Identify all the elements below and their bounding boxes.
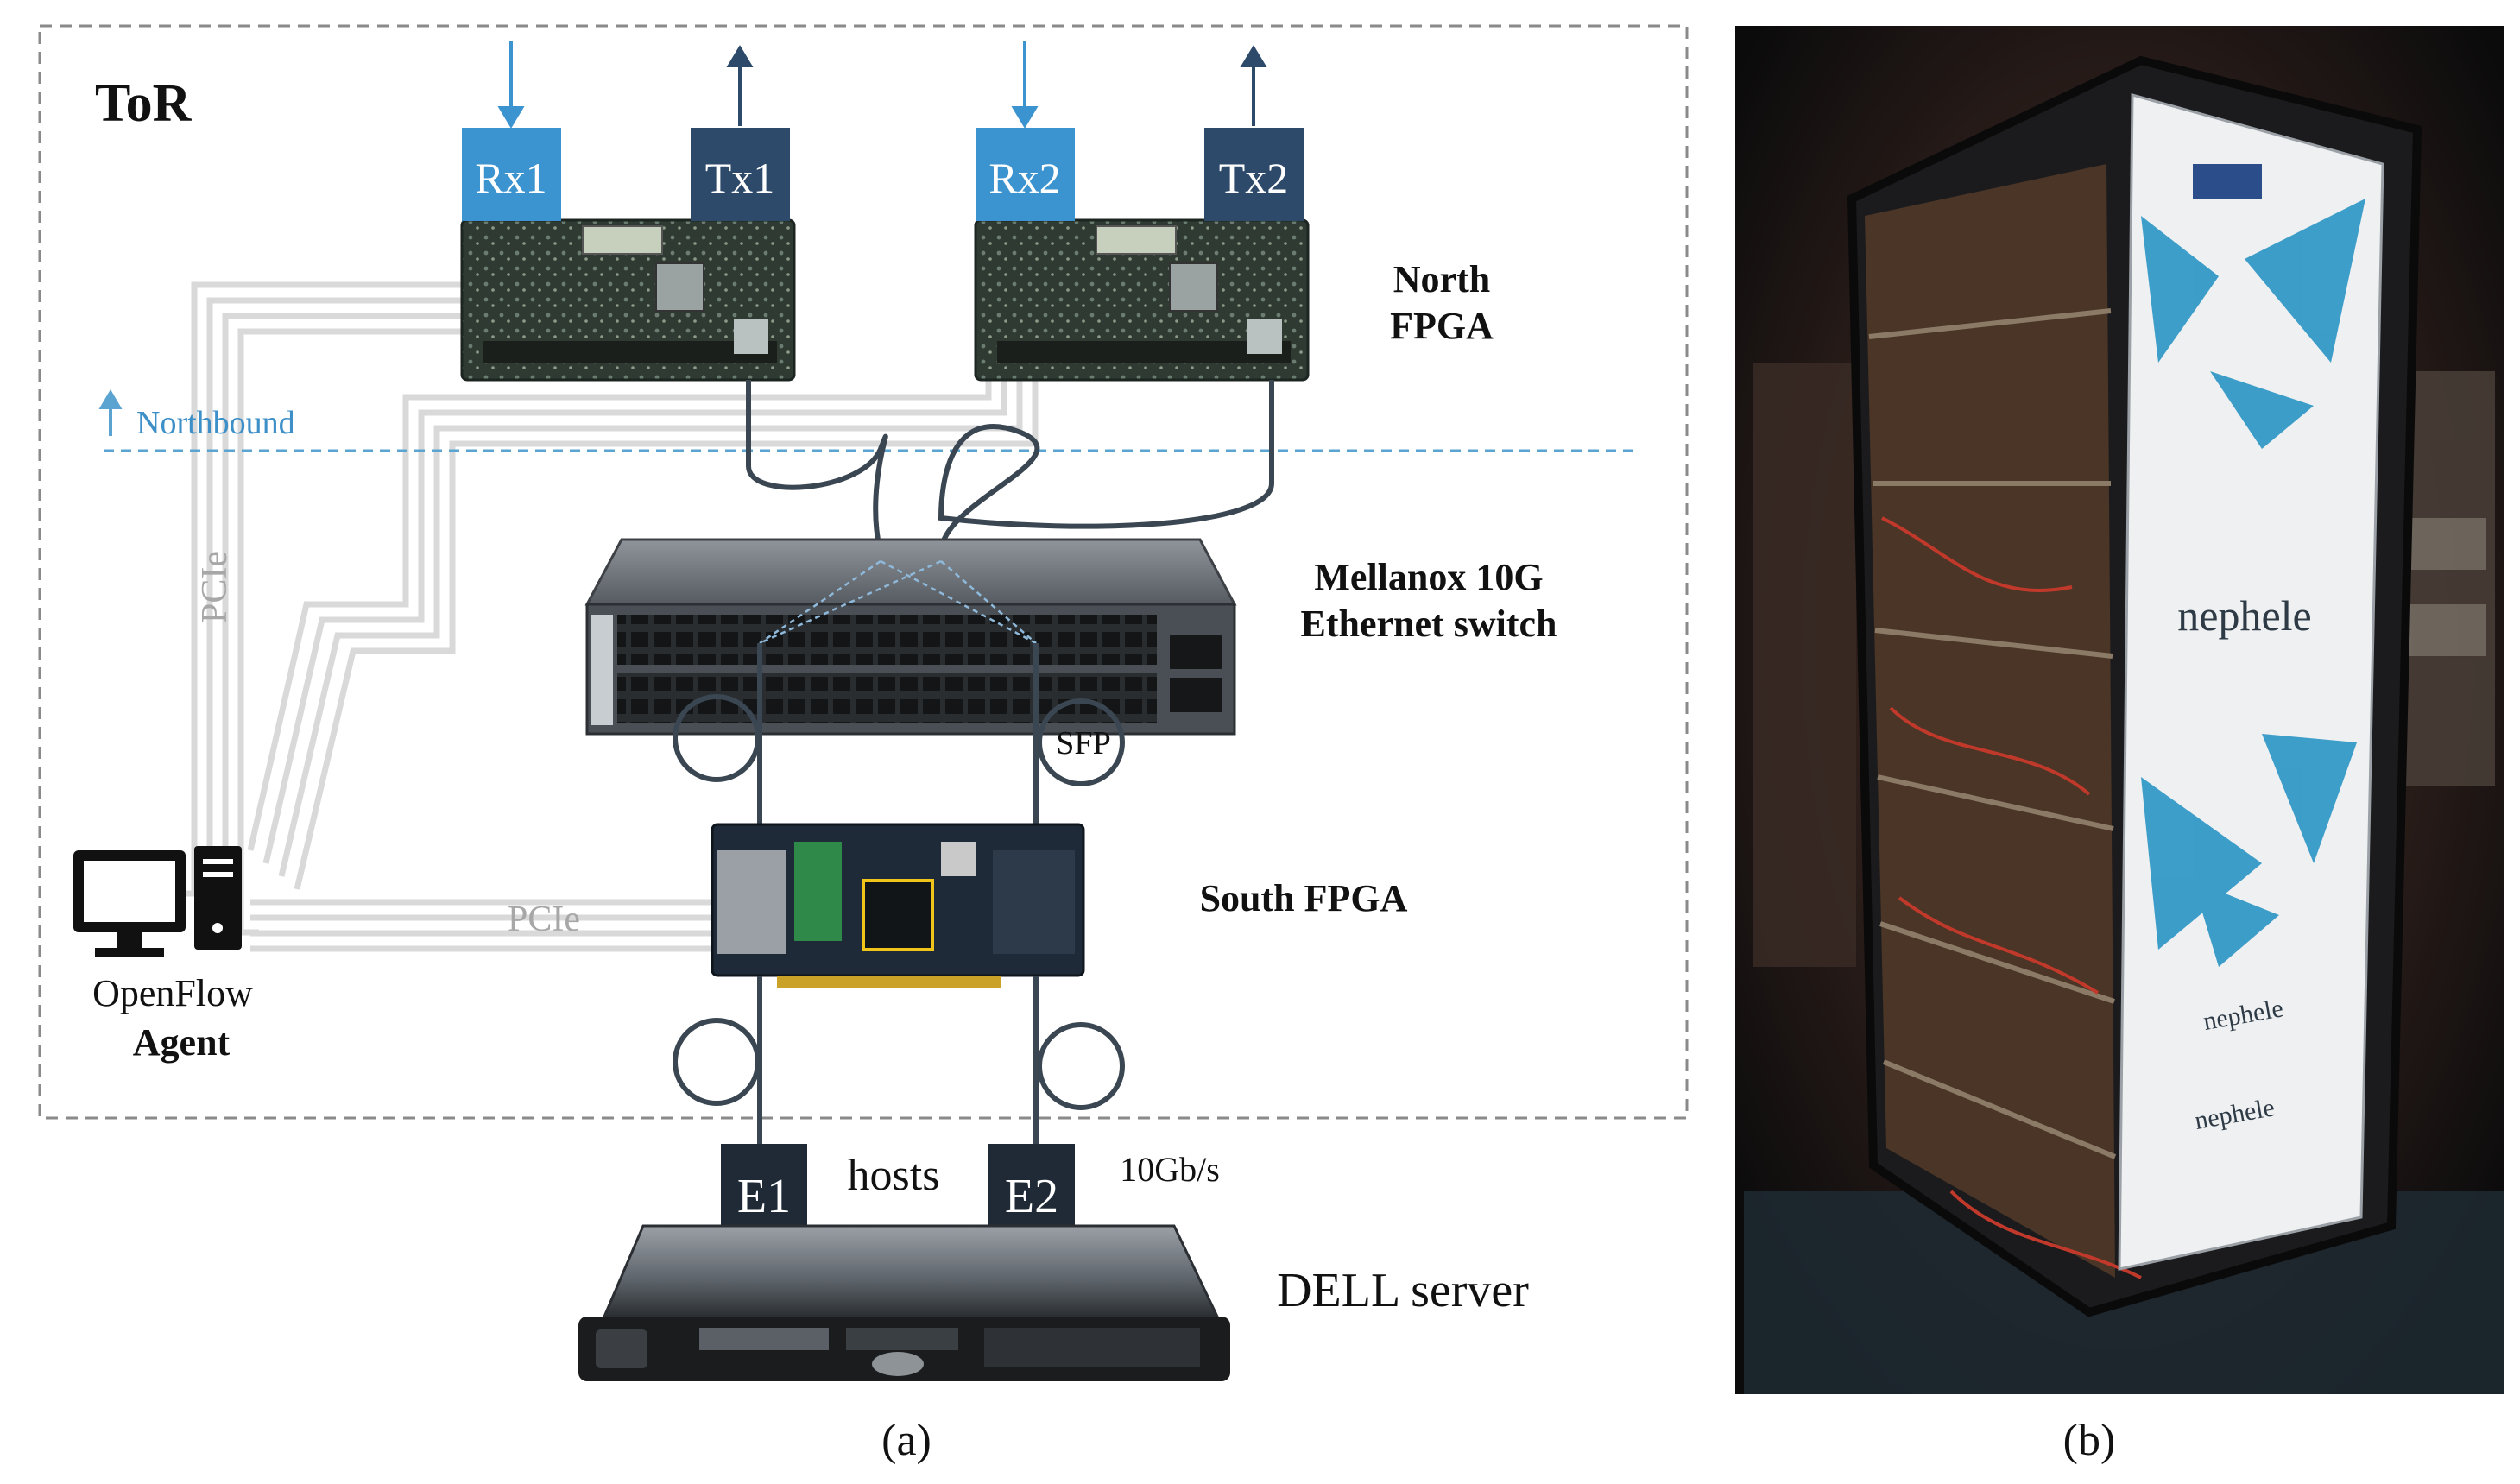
e1-label: E1 <box>737 1170 791 1223</box>
server-label: DELL server <box>1277 1264 1529 1317</box>
switch-label-line1: Mellanox 10G <box>1314 556 1543 598</box>
pcie-vertical-label: PCIe <box>195 551 235 623</box>
tx2-out-arrow-icon <box>1240 45 1267 126</box>
caption-a: (a) <box>881 1416 932 1465</box>
sfp-label: SFP <box>1056 725 1110 761</box>
pcie-horizontal-label: PCIe <box>508 900 580 939</box>
speed-label: 10Gb/s <box>1120 1150 1220 1189</box>
dell-server <box>578 1224 1230 1381</box>
tx1-port: Tx1 <box>691 128 790 221</box>
rack-brand-label-1: nephele <box>2177 591 2311 640</box>
e2-port: E2 <box>988 1144 1075 1237</box>
e1-port: E1 <box>721 1144 807 1237</box>
rack-red-cables <box>1881 516 2142 1279</box>
panel-b: nephele nephele nephele (b) <box>1735 26 2504 1465</box>
tor-boundary <box>38 24 1689 1120</box>
north-fpga-board-2 <box>974 218 1310 382</box>
caption-b: (b) <box>2063 1416 2116 1465</box>
e2-label: E2 <box>1005 1170 1058 1223</box>
switch-crossover-links <box>759 559 1037 645</box>
tx2-port: Tx2 <box>1204 128 1304 221</box>
rack-side-panel <box>2118 93 2384 1271</box>
switch-label-line2: Ethernet switch <box>1301 603 1557 645</box>
hosts-label: hosts <box>848 1151 940 1200</box>
computer-icon <box>73 846 242 957</box>
south-fpga-label: South FPGA <box>1200 877 1408 919</box>
fiber-cables-south <box>673 976 1125 1144</box>
rx2-label: Rx2 <box>988 154 1060 202</box>
tor-label: ToR <box>95 74 193 133</box>
fiber-cables-north <box>746 380 1274 553</box>
openflow-label-line1: OpenFlow <box>92 972 253 1014</box>
rx1-in-arrow-icon <box>497 41 525 129</box>
south-fpga-board <box>711 823 1085 988</box>
rx2-in-arrow-icon <box>1011 41 1039 129</box>
rx1-port: Rx1 <box>462 128 561 221</box>
tx1-label: Tx1 <box>705 154 775 202</box>
mellanox-switch <box>584 538 1237 736</box>
north-fpga-board-1 <box>460 218 796 382</box>
panel-a: ToR PCIe PCIe Northbound <box>38 24 1689 1465</box>
rack-equipment <box>1865 164 2115 1278</box>
rack-panel-graphics <box>2141 199 2365 967</box>
rack-shelves <box>1868 308 2117 1159</box>
northbound-arrow-icon <box>98 389 123 436</box>
rx1-label: Rx1 <box>475 154 546 202</box>
tx1-out-arrow-icon <box>726 45 754 126</box>
openflow-label-line2: Agent <box>133 1021 231 1064</box>
rx2-port: Rx2 <box>976 128 1075 221</box>
north-fpga-label-line2: FPGA <box>1390 305 1494 347</box>
north-fpga-label-line1: North <box>1393 258 1490 300</box>
fiber-cables-middle <box>673 643 1125 824</box>
tx2-label: Tx2 <box>1219 154 1289 202</box>
rack-logo-badge <box>2193 164 2262 199</box>
northbound-label: Northbound <box>136 405 295 441</box>
